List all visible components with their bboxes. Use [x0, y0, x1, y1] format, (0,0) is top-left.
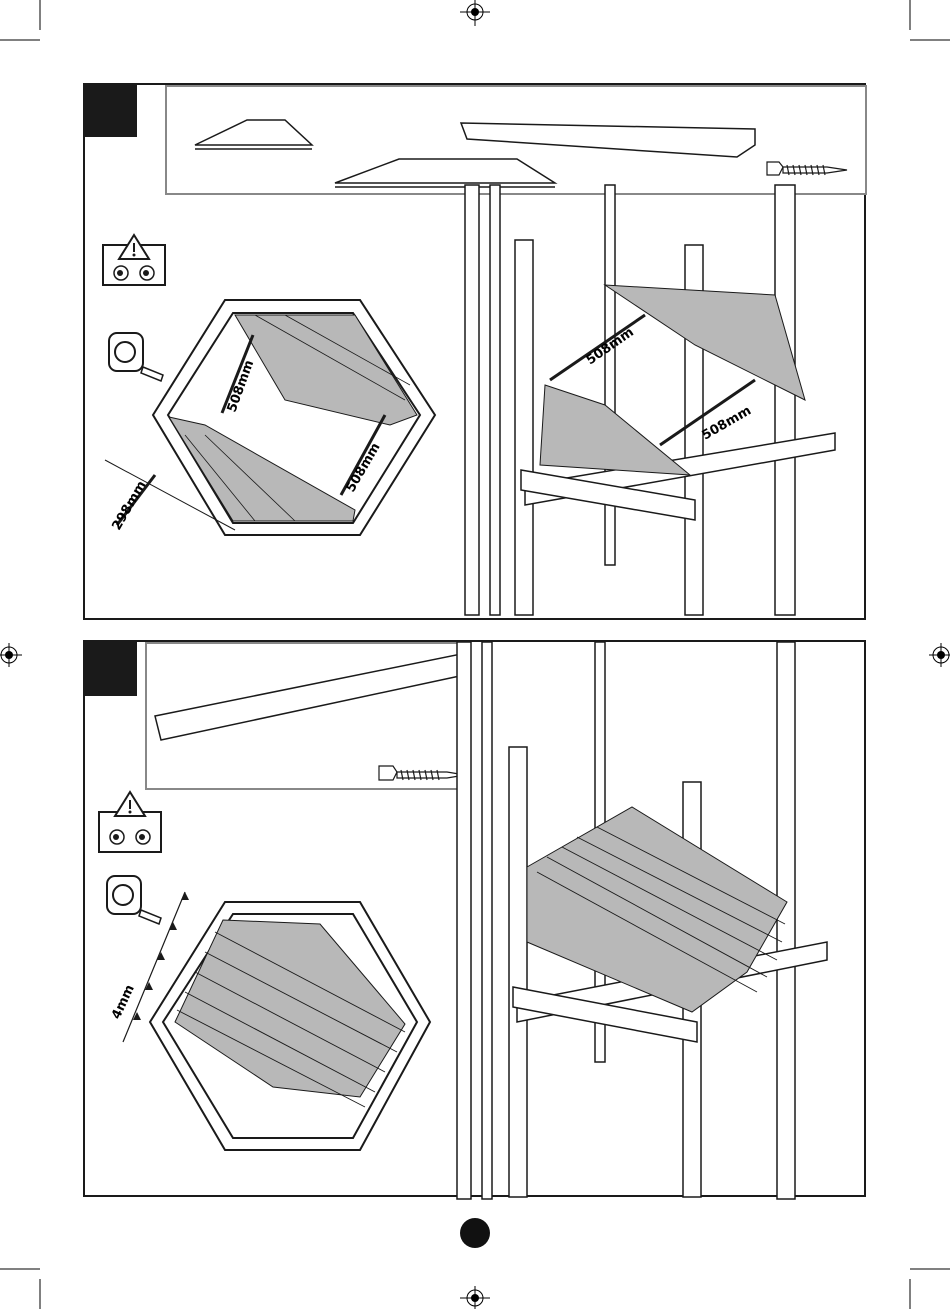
warning-icon	[99, 792, 163, 852]
hexagon-diagram: 4mm	[105, 882, 465, 1182]
screw-icon	[767, 162, 847, 175]
registration-mark-icon	[460, 0, 490, 30]
step-2-panel: 4mm	[83, 640, 866, 1197]
step-number-box	[85, 85, 137, 137]
hexagon-diagram: 508mm 508mm 298mm	[105, 285, 465, 555]
parts-illustration	[147, 644, 469, 790]
parts-illustration	[167, 87, 867, 195]
screw-icon	[379, 766, 465, 780]
board-group-deck	[527, 807, 787, 1012]
board-group-right	[605, 285, 805, 400]
parts-list-box	[165, 85, 867, 195]
registration-mark-icon	[0, 640, 30, 670]
tower-scene-step2	[457, 642, 867, 1199]
tower-scene-step1: 508mm 508mm	[465, 185, 865, 615]
dim-gap-bottom: 508mm	[700, 403, 754, 443]
parts-list-box	[145, 642, 469, 790]
step-number-box	[85, 642, 137, 696]
page-number-badge	[460, 1218, 490, 1248]
warning-icon	[103, 235, 167, 283]
step-1-panel: 508mm 508mm 298mm 508mm 508mm	[83, 83, 866, 620]
dim-offset: 298mm	[109, 479, 149, 533]
registration-mark-icon	[925, 640, 950, 670]
